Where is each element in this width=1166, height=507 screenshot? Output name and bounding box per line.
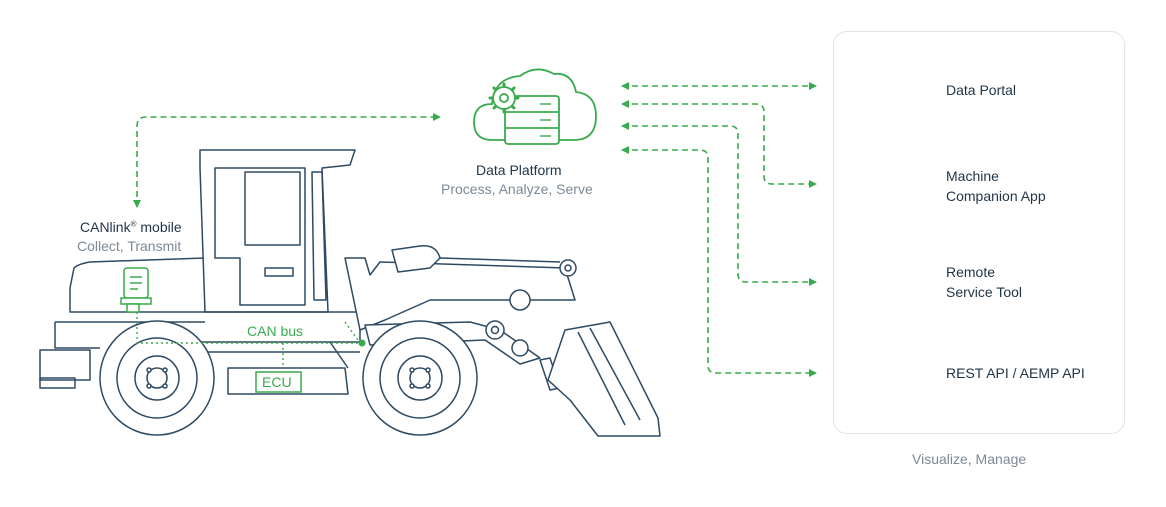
service-rest-api: REST API / AEMP API (946, 363, 1085, 383)
device-name-suffix: mobile (136, 219, 182, 235)
device-subtitle: Collect, Transmit (77, 238, 182, 254)
service-data-portal-label: Data Portal (946, 82, 1017, 98)
rear-wheel (99, 320, 215, 436)
service-data-portal: Data Portal (946, 80, 1016, 100)
service-rest-api-label: REST API / AEMP API (946, 365, 1085, 381)
services-panel (833, 31, 1125, 434)
ecu-box (255, 371, 302, 393)
service-remote-tool-line1: Remote (946, 264, 996, 280)
can-bus-label: CAN bus (247, 323, 304, 339)
service-companion-app-line2: Companion App (946, 188, 1046, 205)
device-title: CANlink® mobile (80, 219, 182, 237)
front-wheel (362, 320, 478, 436)
connection-arrows (133, 82, 817, 377)
device-trademark: ® (130, 219, 137, 229)
device-to-platform-arrow (133, 113, 441, 208)
can-bus-node (358, 339, 366, 347)
can-bus-network (136, 312, 361, 368)
service-remote-tool-line2: Service Tool (946, 284, 1023, 301)
platform-api-arrow (621, 146, 817, 377)
service-companion-app: Machine Companion App (946, 166, 1046, 207)
cloud-server-gear-icon (473, 68, 597, 145)
ecu-label: ECU (262, 374, 292, 390)
platform-subtitle: Process, Analyze, Serve (441, 181, 593, 197)
platform-service-tool-arrow (621, 122, 817, 286)
platform-companion-arrow (621, 100, 817, 188)
wheel-loader-icon (39, 149, 661, 437)
telematics-device-icon (120, 267, 152, 313)
service-companion-app-line1: Machine (946, 168, 999, 184)
device-name: CANlink (80, 219, 131, 235)
platform-title: Data Platform (476, 162, 562, 178)
panel-caption: Visualize, Manage (912, 451, 1027, 467)
service-remote-tool: Remote Service Tool (946, 262, 1022, 303)
